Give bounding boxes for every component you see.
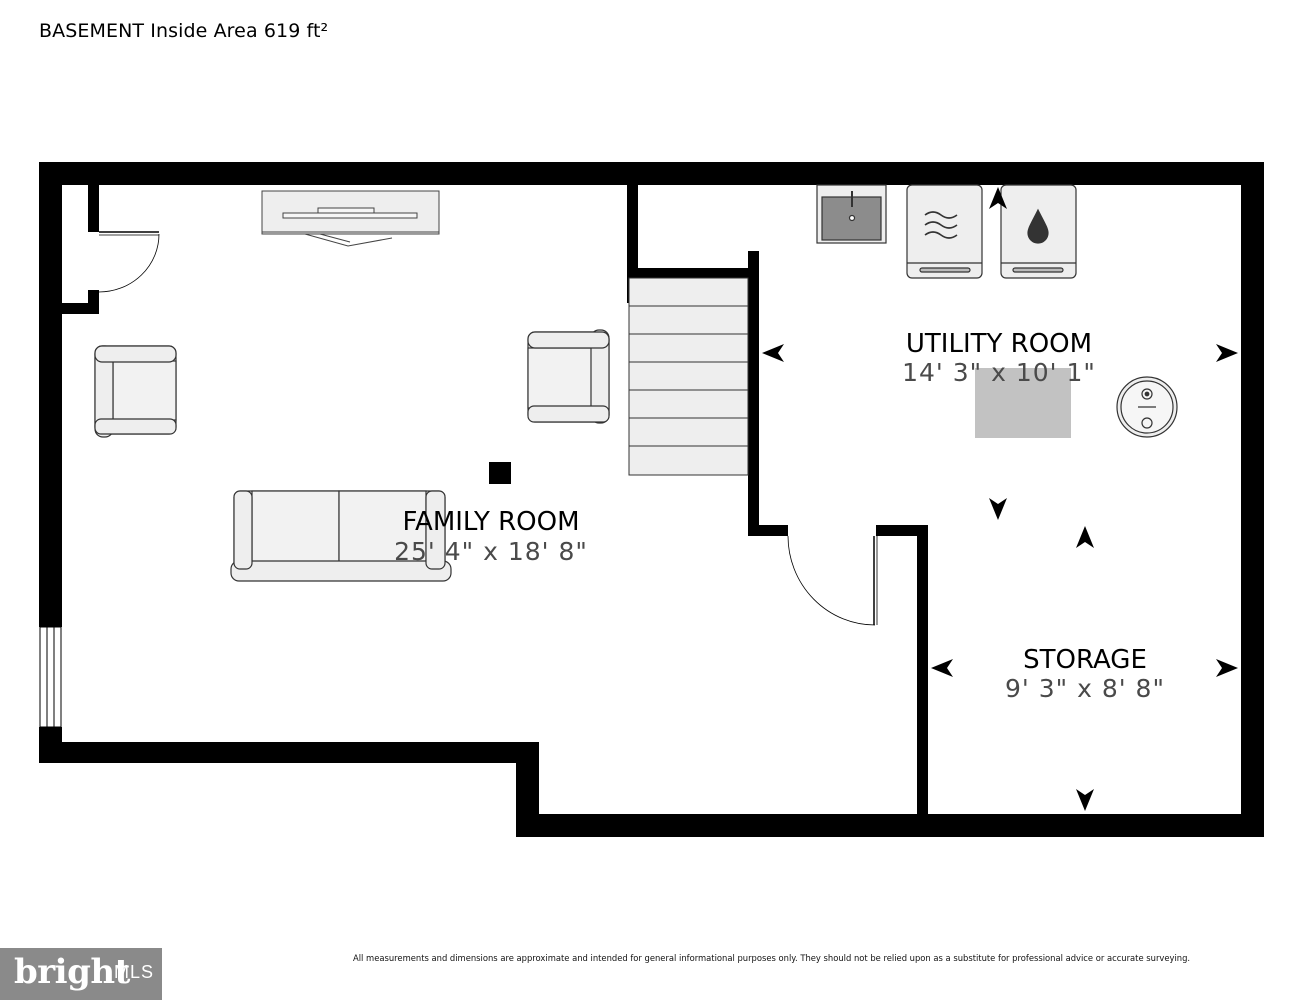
logo-brand: bright — [14, 952, 130, 992]
utility-door-swing-icon — [787, 535, 878, 626]
support-post — [489, 462, 511, 484]
utility-room-dimensions: 14' 3" x 10' 1" — [902, 358, 1096, 387]
interior-walls — [627, 185, 928, 817]
dryer — [1000, 184, 1077, 279]
family-room-dimensions: 25' 4" x 18' 8" — [394, 537, 588, 566]
tv-console — [261, 190, 440, 247]
utility-label-backdrop — [975, 368, 1071, 438]
armchair-left — [94, 345, 177, 438]
closet-door-swing-icon — [98, 231, 160, 293]
utility-sink — [816, 184, 887, 244]
bright-mls-logo: bright MLS — [0, 948, 162, 1000]
staircase — [628, 277, 749, 476]
washer-waves-icon — [924, 211, 958, 239]
sofa — [230, 490, 452, 582]
utility-room-name: UTILITY ROOM — [906, 329, 1092, 359]
armchair-right — [527, 329, 610, 424]
water-heater-icon — [1116, 376, 1178, 438]
logo-suffix: MLS — [114, 962, 155, 982]
closet-walls — [62, 185, 99, 314]
exterior-walls — [39, 162, 1264, 837]
window — [39, 626, 62, 728]
family-room-name: FAMILY ROOM — [402, 507, 579, 537]
disclaimer-text: All measurements and dimensions are appr… — [353, 953, 1191, 963]
storage-room-name: STORAGE — [1023, 645, 1147, 675]
storage-room-dimensions: 9' 3" x 8' 8" — [1005, 674, 1165, 703]
dryer-drop-icon — [1027, 208, 1049, 244]
measurement-arrow-icon — [762, 187, 1238, 811]
washer — [906, 184, 983, 279]
floor-title: BASEMENT Inside Area 619 ft² — [39, 20, 329, 42]
